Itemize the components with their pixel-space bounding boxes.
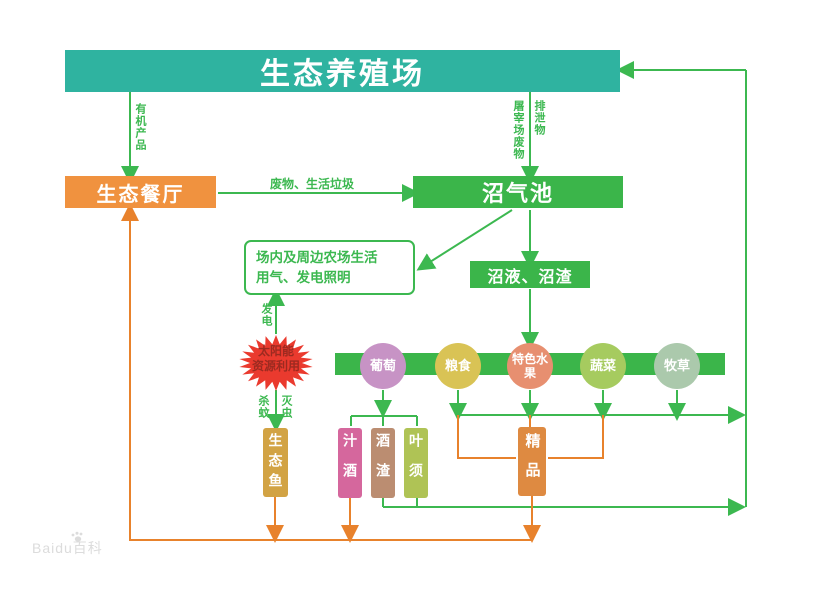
label-waste-garbage: 废物、生活垃圾	[270, 177, 355, 191]
solar-line2: 资源利用	[251, 359, 300, 373]
circle-pasture-label: 牧草	[663, 358, 690, 373]
restaurant-node: 生态餐厅	[65, 176, 216, 208]
restaurant-label: 生态餐厅	[96, 183, 185, 206]
eco-fish-label: 生态鱼	[267, 432, 284, 493]
biogas-pool-node: 沼气池	[413, 176, 623, 208]
label-kill-mosquito: 杀蚊	[257, 395, 269, 419]
dregs-leaf-drops	[382, 498, 418, 507]
label-kill-insect: 灭虫	[280, 395, 292, 419]
juice-wine-node: 汁酒	[338, 428, 362, 498]
edge-products-to-restaurant	[121, 203, 533, 541]
biogas-pool-label: 沼气池	[481, 181, 554, 206]
farm-banner: 生态养殖场	[65, 50, 620, 92]
leaf-whisker-label: 叶须	[408, 433, 424, 493]
wine-dregs-label: 酒渣	[375, 433, 391, 493]
circle-vegetable-label: 蔬菜	[589, 358, 616, 373]
grain-to-premium	[457, 415, 516, 459]
label-excreta: 排泄物	[533, 100, 545, 136]
grape-bracket	[350, 410, 418, 426]
slurry-residue-label: 沼液、沼渣	[487, 268, 573, 286]
premium-node: 精品	[518, 427, 546, 496]
wine-dregs-node: 酒渣	[371, 428, 395, 498]
paw-icon	[71, 531, 83, 542]
slurry-residue-node: 沼液、沼渣	[470, 261, 590, 288]
solar-label: 太阳能 资源利用	[243, 344, 309, 374]
label-slaughter-waste: 屠宰场废物	[512, 100, 524, 160]
gas-use-line2: 用气、发电照明	[256, 269, 351, 285]
label-power-generation: 发电	[260, 303, 272, 327]
circle-special-fruit: 特色水果	[507, 343, 553, 389]
circle-vegetable: 蔬菜	[580, 343, 626, 389]
premium-label: 精品	[523, 432, 541, 491]
farm-title: 生态养殖场	[260, 58, 425, 91]
label-organic-products: 有机产品	[134, 103, 146, 151]
eco-fish-node: 生态鱼	[263, 428, 288, 497]
circle-pasture: 牧草	[654, 343, 700, 389]
circle-grape: 葡萄	[360, 343, 406, 389]
watermark-text: Baidu百科	[32, 540, 103, 556]
circle-special-fruit-label: 特色水果	[511, 352, 548, 380]
orange-flow-edges	[121, 203, 604, 543]
juice-wine-label: 汁酒	[342, 433, 358, 493]
circle-grape-label: 葡萄	[369, 358, 396, 373]
vegetable-to-premium	[548, 415, 604, 459]
circle-grain-label: 粮食	[444, 358, 471, 373]
solar-line1: 太阳能	[257, 344, 294, 358]
green-flow-edges	[121, 61, 747, 516]
gas-use-node: 场内及周边农场生活 用气、发电照明	[244, 240, 415, 295]
circle-grain: 粮食	[435, 343, 481, 389]
gas-use-line1: 场内及周边农场生活	[256, 249, 378, 265]
baidu-watermark: Baidu百科	[32, 531, 103, 558]
solar-starburst	[239, 335, 313, 391]
leaf-whisker-node: 叶须	[404, 428, 428, 498]
edge-biogas-to-gasuse	[416, 209, 513, 271]
